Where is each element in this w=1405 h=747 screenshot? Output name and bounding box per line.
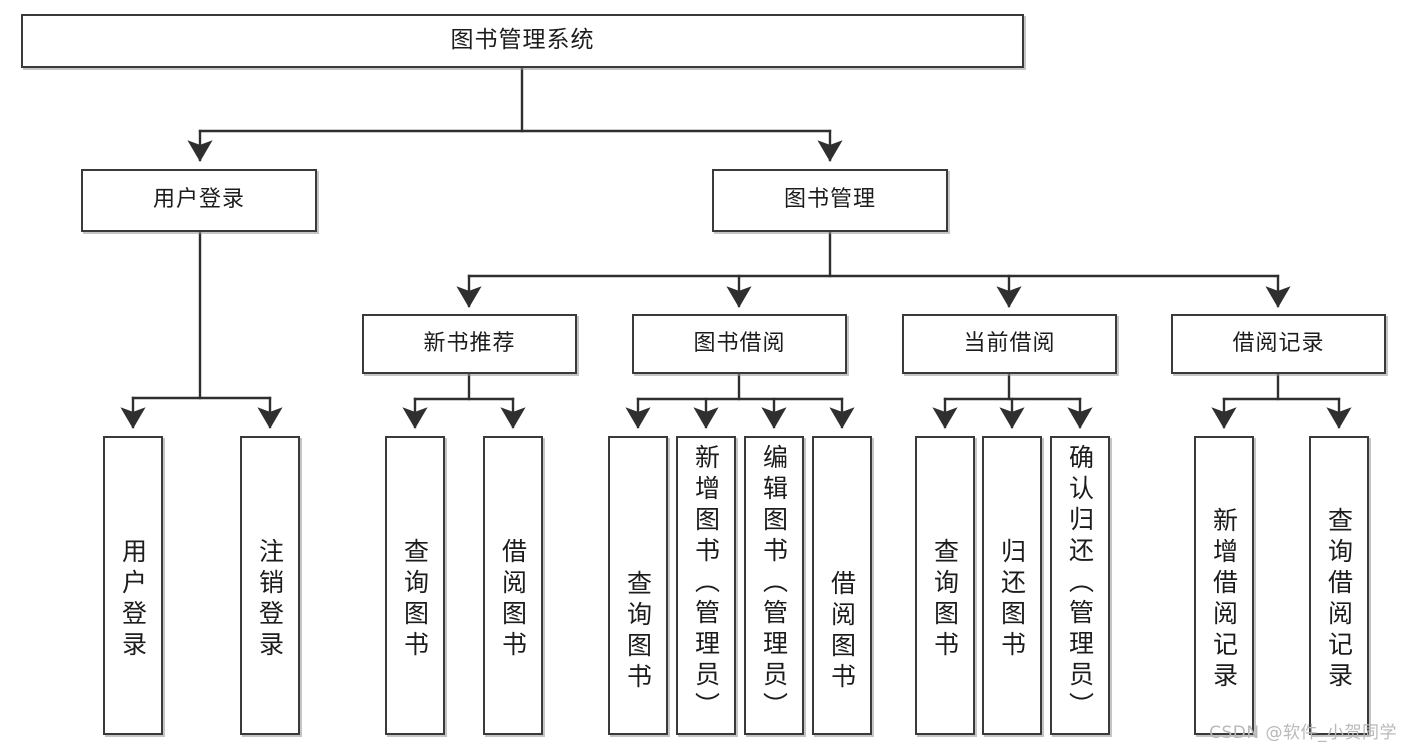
leaf-add-borrow-record-label: 新增借阅记录 [1209, 506, 1239, 693]
leaf-logout-label: 注销登录 [255, 537, 285, 662]
leaf-query-book-cb-label: 查询图书 [930, 537, 960, 662]
leaf-query-borrow-record[interactable]: 查询借阅记录 [1309, 436, 1369, 735]
leaf-logout[interactable]: 注销登录 [240, 436, 300, 735]
leaf-borrow-book-nb-label: 借阅图书 [498, 537, 528, 662]
leaf-add-book-admin[interactable]: 新增图书（管理员） [676, 436, 736, 735]
node-borrow-record[interactable]: 借阅记录 [1171, 314, 1386, 374]
leaf-return-book-label: 归还图书 [997, 537, 1027, 662]
leaf-confirm-return-admin-label: 确认归还（管理员） [1065, 444, 1095, 723]
node-book-management[interactable]: 图书管理 [712, 169, 948, 232]
leaf-user-login-label: 用户登录 [118, 537, 148, 662]
leaf-edit-book-admin-label: 编辑图书（管理员） [759, 444, 789, 723]
leaf-borrow-book-bb[interactable]: 借阅图书 [812, 436, 872, 735]
node-new-book-recommend-label: 新书推荐 [423, 330, 516, 356]
node-borrow-record-label: 借阅记录 [1232, 330, 1325, 356]
node-book-management-label: 图书管理 [783, 187, 876, 213]
node-current-borrow[interactable]: 当前借阅 [902, 314, 1117, 374]
leaf-user-login[interactable]: 用户登录 [103, 436, 163, 735]
node-book-borrow[interactable]: 图书借阅 [632, 314, 847, 374]
leaf-confirm-return-admin[interactable]: 确认归还（管理员） [1050, 436, 1110, 735]
leaf-borrow-book-nb[interactable]: 借阅图书 [483, 436, 543, 735]
leaf-return-book[interactable]: 归还图书 [982, 436, 1042, 735]
node-root-label: 图书管理系统 [450, 27, 595, 54]
node-user-login-label: 用户登录 [152, 187, 245, 213]
leaf-add-book-admin-label: 新增图书（管理员） [691, 444, 721, 723]
leaf-query-borrow-record-label: 查询借阅记录 [1324, 506, 1354, 693]
leaf-query-book-bb[interactable]: 查询图书 [608, 436, 668, 735]
node-root[interactable]: 图书管理系统 [21, 14, 1024, 68]
leaf-borrow-book-bb-label: 借阅图书 [827, 569, 857, 694]
leaf-query-book-cb[interactable]: 查询图书 [915, 436, 975, 735]
leaf-query-book-nb-label: 查询图书 [400, 537, 430, 662]
node-user-login[interactable]: 用户登录 [81, 169, 317, 232]
leaf-add-borrow-record[interactable]: 新增借阅记录 [1194, 436, 1254, 735]
leaf-query-book-nb[interactable]: 查询图书 [385, 436, 445, 735]
node-new-book-recommend[interactable]: 新书推荐 [362, 314, 577, 374]
leaf-edit-book-admin[interactable]: 编辑图书（管理员） [744, 436, 804, 735]
node-current-borrow-label: 当前借阅 [963, 330, 1056, 356]
leaf-query-book-bb-label: 查询图书 [623, 569, 653, 694]
node-book-borrow-label: 图书借阅 [693, 330, 786, 356]
csdn-watermark: CSDN @软件_小贺同学 [1209, 723, 1397, 743]
